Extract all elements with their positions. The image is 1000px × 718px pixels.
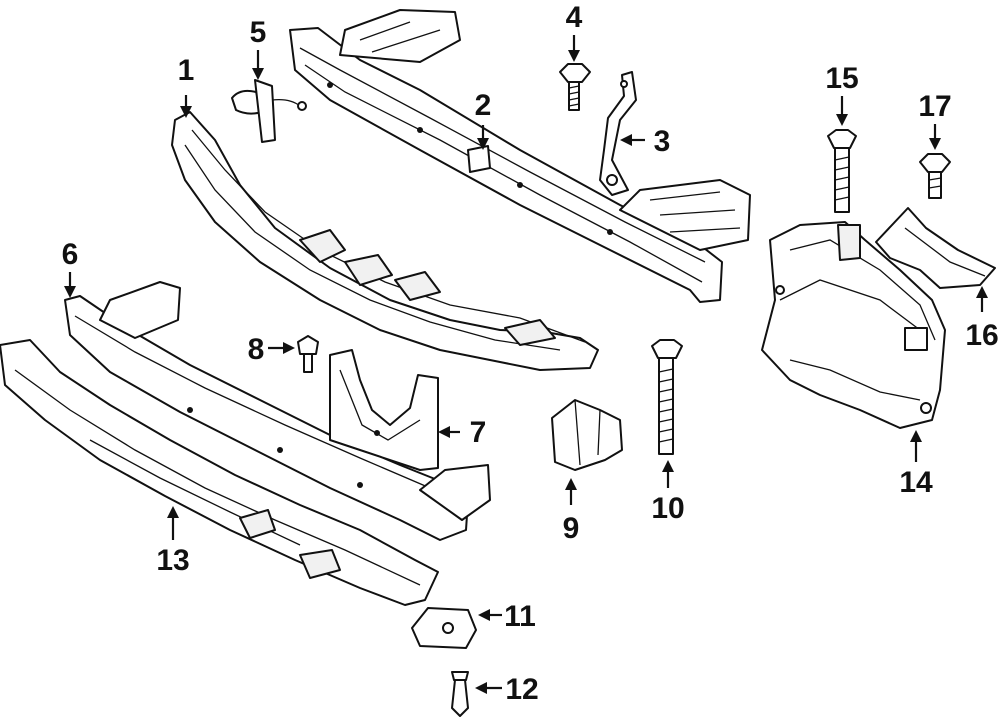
callout-8: 8 (248, 333, 265, 366)
part-1-energy-absorber (171, 111, 599, 371)
part-2-reinforcement-bar (289, 9, 751, 303)
callout-labels: 1 2 3 4 5 6 7 8 9 10 11 12 13 14 15 16 1… (62, 1, 999, 706)
callout-13: 13 (156, 544, 189, 577)
callout-17: 17 (918, 90, 951, 123)
callout-10: 10 (651, 492, 684, 525)
callout-15: 15 (825, 62, 858, 95)
part-14-side-support (761, 221, 946, 429)
part-13-lower-absorber (0, 339, 439, 606)
callout-5: 5 (250, 16, 267, 49)
callout-3: 3 (654, 125, 671, 158)
part-4-bolt (559, 63, 591, 111)
callout-9: 9 (563, 512, 580, 545)
part-17-bolt (919, 153, 951, 199)
part-5-sensor-bracket (231, 79, 307, 143)
callout-16: 16 (965, 319, 998, 352)
callout-2: 2 (475, 89, 492, 122)
callout-7: 7 (470, 416, 487, 449)
part-10-long-bolt (651, 339, 683, 455)
callout-1: 1 (178, 54, 195, 87)
callout-12: 12 (505, 673, 538, 706)
part-12-push-pin (451, 671, 469, 717)
callout-6: 6 (62, 238, 79, 271)
part-7-lower-bracket (329, 349, 439, 471)
part-6-lower-reinforcement (64, 281, 491, 541)
part-16-bracket (875, 207, 996, 289)
part-8-bolt (297, 335, 319, 373)
part-3-bracket (599, 71, 637, 196)
callout-11: 11 (504, 600, 536, 633)
part-15-bolt (827, 129, 857, 213)
part-9-bracket (551, 399, 623, 471)
callout-14: 14 (899, 466, 933, 499)
leader-lines (64, 35, 988, 694)
callout-4: 4 (566, 1, 583, 34)
part-11-clip (411, 607, 477, 649)
